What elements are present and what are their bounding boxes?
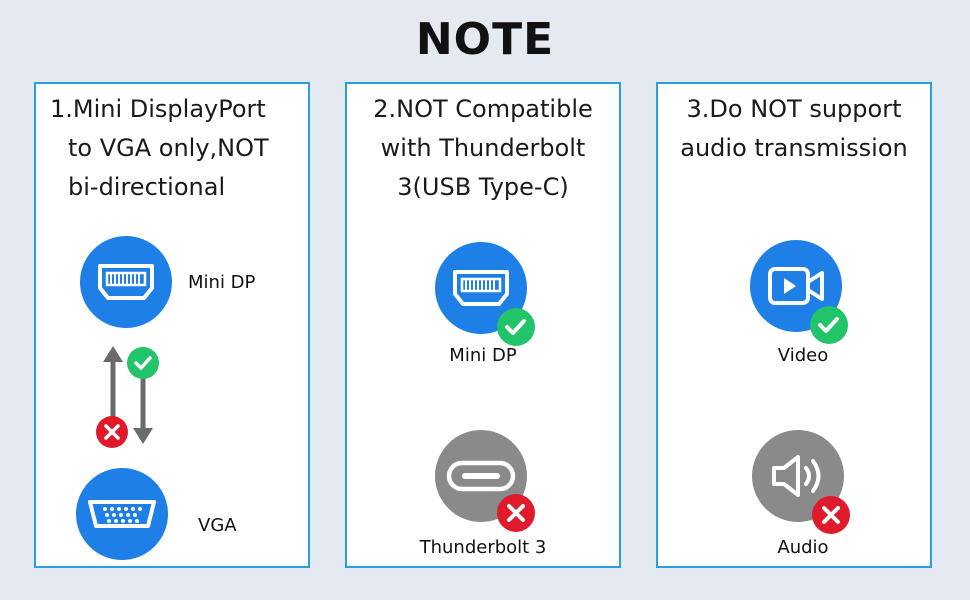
check-icon xyxy=(497,308,535,346)
panel-3-line-2: audio transmission xyxy=(680,134,908,162)
label-vga: VGA xyxy=(198,515,237,536)
note-panel-1: 1.Mini DisplayPort to VGA only,NOT bi-di… xyxy=(34,82,310,568)
check-icon xyxy=(810,306,848,344)
panel-3-text: 3.Do NOT support audio transmission xyxy=(658,90,930,168)
panel-2-line-2: with Thunderbolt xyxy=(380,134,586,162)
cross-icon xyxy=(96,416,128,448)
label-mini-dp: Mini DP xyxy=(449,345,517,366)
mini-dp-icon xyxy=(80,236,172,328)
label-thunderbolt-3: Thunderbolt 3 xyxy=(419,537,547,558)
page-title: NOTE xyxy=(415,14,555,65)
panel-1-line-3: bi-directional xyxy=(68,173,226,201)
panel-2-text: 2.NOT Compatible with Thunderbolt 3(USB … xyxy=(347,90,619,207)
note-panel-3: 3.Do NOT support audio transmission Vide… xyxy=(656,82,932,568)
cross-icon xyxy=(812,496,850,534)
panel-1-text: 1.Mini DisplayPort to VGA only,NOT bi-di… xyxy=(50,90,322,207)
label-video: Video xyxy=(777,345,829,366)
panel-3-line-1: 3.Do NOT support xyxy=(686,95,902,123)
vga-icon xyxy=(76,468,168,560)
note-panel-2: 2.NOT Compatible with Thunderbolt 3(USB … xyxy=(345,82,621,568)
panel-1-line-2: to VGA only,NOT xyxy=(68,134,269,162)
cross-icon xyxy=(497,494,535,532)
label-audio: Audio xyxy=(777,537,829,558)
label-mini-dp: Mini DP xyxy=(188,272,256,293)
check-icon xyxy=(127,347,159,379)
panel-2-line-3: 3(USB Type-C) xyxy=(397,173,569,201)
panel-2-line-1: 2.NOT Compatible xyxy=(373,95,593,123)
mini-dp-icon xyxy=(435,242,527,334)
panel-1-line-1: 1.Mini DisplayPort xyxy=(50,95,266,123)
